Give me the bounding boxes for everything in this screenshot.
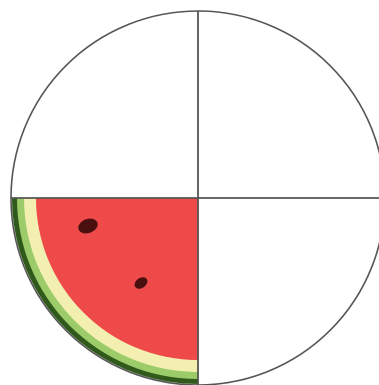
flesh — [36, 198, 198, 360]
watermelon-slice — [12, 198, 198, 384]
